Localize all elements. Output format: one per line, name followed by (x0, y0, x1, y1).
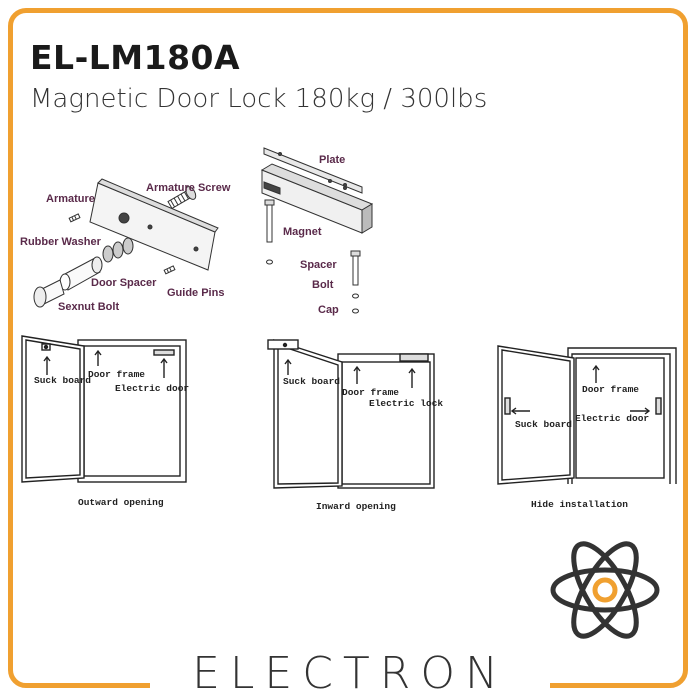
inward-electric-lock: Electric lock (369, 398, 443, 409)
label-bolt: Bolt (312, 279, 334, 291)
hide-open-door-inner (501, 349, 571, 481)
sexnut-bolt-shape (33, 279, 65, 308)
washer-1 (102, 245, 114, 263)
label-plate: Plate (319, 154, 345, 166)
install-inward (267, 339, 435, 489)
hide-caption: Hide installation (531, 499, 628, 510)
magnet-bolt-left (266, 203, 273, 243)
outward-door-frame (77, 339, 187, 483)
label-sexnut-bolt: Sexnut Bolt (58, 301, 119, 313)
label-armature-screw: Armature Screw (146, 182, 231, 194)
inward-door-frame-label: Door frame (342, 387, 399, 398)
hide-open-door (497, 345, 575, 485)
install-hide (497, 345, 677, 485)
brand-gap (150, 650, 550, 700)
hide-door-frame-label: Door frame (582, 384, 639, 395)
armature-pin-shape (68, 213, 81, 223)
hide-door (575, 357, 665, 479)
inward-caption: Inward opening (316, 501, 396, 512)
label-spacer: Spacer (300, 259, 337, 271)
brand-wordmark: ELECTRON (192, 648, 508, 699)
hide-electric-door: Electric door (575, 413, 649, 424)
outward-open-door-inner (25, 339, 81, 479)
outward-open-door (21, 335, 85, 483)
label-guide-pins: Guide Pins (167, 287, 224, 299)
armature-hole (118, 212, 130, 224)
magnet-assembly (260, 147, 374, 314)
atom-logo-icon (550, 541, 660, 639)
label-cap: Cap (318, 304, 339, 316)
inward-door-frame (337, 353, 435, 489)
inward-open-door-inner (277, 344, 339, 485)
outward-door-frame-label: Door frame (88, 369, 145, 380)
magnet-body-side (361, 203, 373, 234)
hide-suck-board: Suck board (515, 419, 572, 430)
washer-3 (122, 237, 134, 255)
model-title: EL-LM180A (30, 38, 241, 77)
label-rubber-washer: Rubber Washer (20, 236, 102, 248)
label-door-spacer: Door Spacer (91, 277, 157, 289)
magnet-bolt-right (352, 254, 359, 286)
outward-electric-door: Electric door (115, 383, 189, 394)
outward-caption: Outward opening (78, 497, 164, 508)
plate-shape (263, 147, 363, 194)
product-subtitle: Magnetic Door Lock 180kg / 300lbs (30, 84, 488, 114)
inward-door-frame-inner (341, 361, 431, 485)
armature-assembly (33, 178, 219, 308)
outward-suck-board: Suck board (34, 375, 91, 386)
label-magnet: Magnet (283, 226, 322, 238)
guide-pin-shape (163, 265, 176, 275)
inward-open-door (273, 339, 343, 489)
washer-2 (112, 241, 124, 259)
inward-suck-board: Suck board (283, 376, 340, 387)
install-outward (21, 335, 187, 483)
armature-screw-shape (167, 186, 197, 210)
door-spacer-shape (59, 256, 103, 291)
armature-plate-top (97, 178, 219, 233)
label-armature: Armature (46, 193, 95, 205)
